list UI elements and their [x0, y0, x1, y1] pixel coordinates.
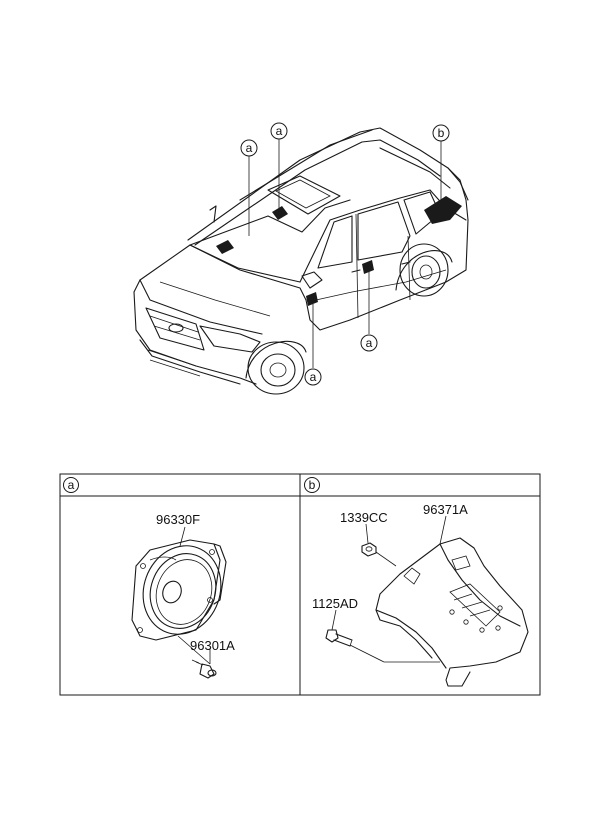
speaker-marker	[216, 206, 374, 306]
svg-text:a: a	[276, 124, 283, 138]
svg-text:b: b	[309, 478, 316, 492]
part-label-bolt: 1125AD	[312, 596, 358, 611]
amplifier-marker	[424, 196, 462, 224]
svg-text:a: a	[310, 370, 317, 384]
svg-text:a: a	[68, 478, 75, 492]
speaker-drawing	[131, 539, 227, 641]
panel-b: b	[304, 477, 529, 687]
panel-a: a 96330F 96301A	[63, 477, 235, 679]
detail-table	[59, 473, 541, 696]
svg-text:a: a	[246, 141, 253, 155]
part-label-screw: 96301A	[190, 638, 235, 653]
callout-a: a	[240, 139, 258, 157]
panel-b-header: b	[304, 477, 320, 493]
bolt-drawing	[325, 629, 353, 647]
svg-text:a: a	[366, 336, 373, 350]
callout-a: a	[270, 122, 288, 140]
part-label-nut: 1339CC	[340, 510, 388, 525]
callout-a: a	[304, 368, 322, 386]
vehicle-illustration	[133, 127, 469, 395]
screw-drawing	[191, 659, 217, 679]
amplifier-drawing	[375, 537, 529, 687]
part-label-speaker: 96330F	[156, 512, 200, 527]
panel-a-header: a	[63, 477, 79, 493]
part-label-amplifier: 96371A	[423, 502, 468, 517]
callout-b: b	[432, 124, 450, 142]
callout-leaders	[248, 139, 442, 368]
nut-drawing	[361, 542, 377, 557]
svg-text:b: b	[438, 126, 445, 140]
callout-a: a	[360, 334, 378, 352]
